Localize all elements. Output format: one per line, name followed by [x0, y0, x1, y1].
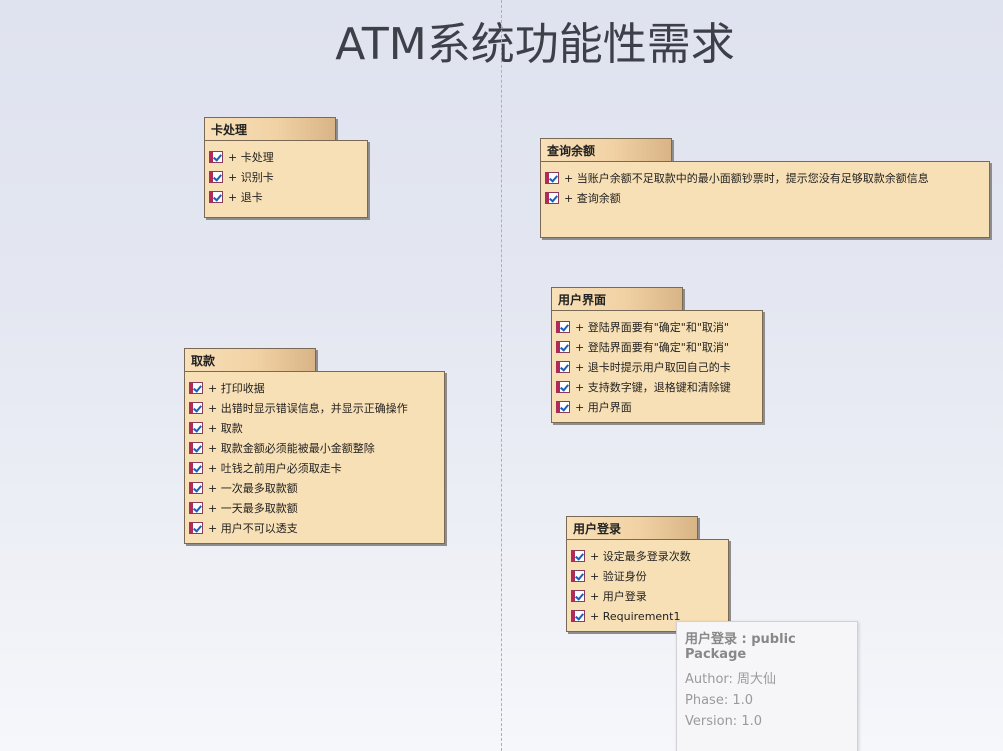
- requirement-check-icon: [189, 462, 203, 474]
- package-body[interactable]: + 当账户余额不足取款中的最小面额钞票时，提示您没有足够取款余额信息 + 查询余…: [540, 161, 990, 238]
- requirement-check-icon: [209, 191, 223, 203]
- requirement-check-icon: [189, 522, 203, 534]
- requirement-item[interactable]: + 验证身份: [571, 566, 728, 586]
- requirement-label: + 当账户余额不足取款中的最小面额钞票时，提示您没有足够取款余额信息: [564, 172, 929, 185]
- requirement-check-icon: [189, 402, 203, 414]
- requirement-label: + 取款: [208, 422, 243, 435]
- package-body[interactable]: + 卡处理 + 识别卡 + 退卡: [204, 140, 368, 218]
- requirement-label: + 登陆界面要有"确定"和"取消": [575, 321, 729, 334]
- requirement-item[interactable]: + 登陆界面要有"确定"和"取消": [556, 317, 762, 337]
- requirement-item[interactable]: + 吐钱之前用户必须取走卡: [189, 458, 444, 478]
- package-body[interactable]: + 打印收据 + 出错时显示错误信息，并显示正确操作 + 取款 + 取款金额必须…: [184, 371, 445, 544]
- tooltip-title: 用户登录 : public Package: [685, 632, 796, 662]
- requirement-label: + 一天最多取款额: [208, 502, 298, 515]
- requirement-check-icon: [209, 151, 223, 163]
- requirement-label: + 打印收据: [208, 382, 265, 395]
- requirement-label: + 登陆界面要有"确定"和"取消": [575, 341, 729, 354]
- requirement-item[interactable]: + 支持数字键，退格键和清除键: [556, 377, 762, 397]
- tooltip-version: Version: 1.0: [685, 714, 762, 729]
- requirement-check-icon: [556, 321, 570, 333]
- requirement-item[interactable]: + 打印收据: [189, 378, 444, 398]
- diagram-title: ATM系统功能性需求: [335, 19, 735, 70]
- package-body[interactable]: + 设定最多登录次数 + 验证身份 + 用户登录 + Requirement1: [566, 539, 729, 632]
- requirement-check-icon: [545, 192, 559, 204]
- requirement-item[interactable]: + 一天最多取款额: [189, 498, 444, 518]
- requirement-item[interactable]: + Requirement1: [571, 606, 728, 626]
- package-tab[interactable]: 用户界面: [551, 287, 683, 311]
- requirement-check-icon: [571, 570, 585, 582]
- requirement-label: + 卡处理: [228, 151, 274, 164]
- diagram-divider: [501, 0, 502, 751]
- package-tab[interactable]: 取款: [184, 348, 316, 372]
- requirement-item[interactable]: + 用户界面: [556, 397, 762, 417]
- requirement-item[interactable]: + 当账户余额不足取款中的最小面额钞票时，提示您没有足够取款余额信息: [545, 168, 989, 188]
- requirement-check-icon: [571, 590, 585, 602]
- requirement-item[interactable]: + 一次最多取款额: [189, 478, 444, 498]
- requirement-label: + 支持数字键，退格键和清除键: [575, 381, 731, 394]
- requirement-check-icon: [556, 401, 570, 413]
- requirement-label: + Requirement1: [590, 609, 681, 623]
- requirement-item[interactable]: + 识别卡: [209, 167, 367, 187]
- requirement-check-icon: [556, 361, 570, 373]
- requirement-label: + 用户登录: [590, 590, 647, 603]
- requirement-label: + 退卡时提示用户取回自己的卡: [575, 361, 731, 374]
- tooltip-phase: Phase: 1.0: [685, 693, 754, 708]
- requirement-check-icon: [209, 171, 223, 183]
- requirement-label: + 退卡: [228, 191, 263, 204]
- tooltip-author: Author: 周大仙: [685, 672, 777, 687]
- requirement-label: + 一次最多取款额: [208, 482, 298, 495]
- requirement-check-icon: [189, 422, 203, 434]
- requirement-item[interactable]: + 卡处理: [209, 147, 367, 167]
- requirement-check-icon: [556, 381, 570, 393]
- requirement-label: + 识别卡: [228, 171, 274, 184]
- requirement-check-icon: [571, 610, 585, 622]
- package-body[interactable]: + 登陆界面要有"确定"和"取消" + 登陆界面要有"确定"和"取消" + 退卡…: [551, 310, 763, 423]
- requirement-check-icon: [189, 442, 203, 454]
- requirement-item[interactable]: + 取款: [189, 418, 444, 438]
- requirement-check-icon: [571, 550, 585, 562]
- requirement-item[interactable]: + 出错时显示错误信息，并显示正确操作: [189, 398, 444, 418]
- requirement-item[interactable]: + 设定最多登录次数: [571, 546, 728, 566]
- requirement-check-icon: [189, 382, 203, 394]
- package-tab[interactable]: 卡处理: [204, 117, 336, 141]
- requirement-check-icon: [556, 341, 570, 353]
- package-tooltip: 用户登录 : public Package Author: 周大仙 Phase:…: [676, 621, 858, 751]
- requirement-item[interactable]: + 退卡: [209, 187, 367, 207]
- package-tab[interactable]: 用户登录: [566, 516, 698, 540]
- requirement-item[interactable]: + 用户登录: [571, 586, 728, 606]
- requirement-item[interactable]: + 登陆界面要有"确定"和"取消": [556, 337, 762, 357]
- requirement-label: + 查询余额: [564, 192, 621, 205]
- requirement-label: + 设定最多登录次数: [590, 550, 691, 563]
- requirement-item[interactable]: + 查询余额: [545, 188, 989, 208]
- requirement-label: + 验证身份: [590, 570, 647, 583]
- requirement-item[interactable]: + 用户不可以透支: [189, 518, 444, 538]
- requirement-check-icon: [189, 482, 203, 494]
- requirement-label: + 用户界面: [575, 401, 632, 414]
- requirement-item[interactable]: + 退卡时提示用户取回自己的卡: [556, 357, 762, 377]
- requirement-check-icon: [189, 502, 203, 514]
- requirement-check-icon: [545, 172, 559, 184]
- requirement-item[interactable]: + 取款金额必须能被最小金额整除: [189, 438, 444, 458]
- package-tab[interactable]: 查询余额: [540, 138, 672, 162]
- requirement-label: + 出错时显示错误信息，并显示正确操作: [208, 402, 408, 415]
- requirement-label: + 取款金额必须能被最小金额整除: [208, 442, 375, 455]
- requirement-label: + 用户不可以透支: [208, 522, 298, 535]
- requirement-label: + 吐钱之前用户必须取走卡: [208, 462, 342, 475]
